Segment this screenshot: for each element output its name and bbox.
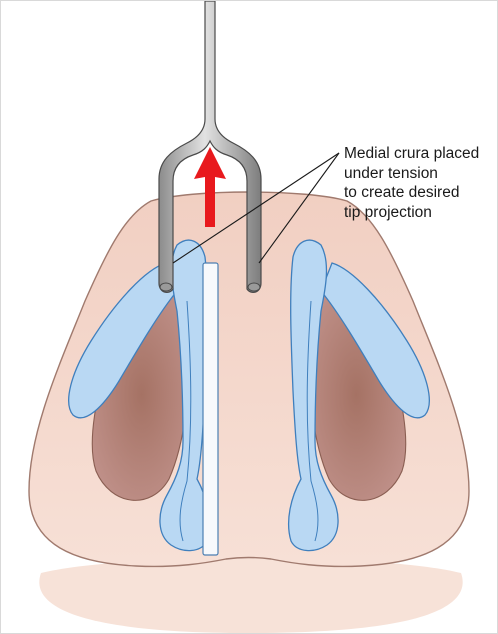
strut-graft [202,262,219,556]
callout-line: to create desired [344,184,460,201]
right-hook-tip [247,282,261,292]
callout-label: Medial crura placed under tension to cre… [344,144,494,222]
lift-arrow [194,147,226,227]
callout-line: tip projection [344,203,432,221]
instrument-shaft [158,1,262,293]
leader-line-left [172,152,340,264]
right-crus-fold [306,300,319,542]
base-shadow [39,558,463,633]
left-hook-tip [159,282,173,292]
right-lateral-crus [320,262,430,419]
callout-line: Medial crura placed [344,145,480,162]
callout-line: under tension [344,164,438,182]
leader-line-right [258,152,340,264]
right-medial-crus [288,239,339,552]
left-lateral-crus [68,262,178,419]
double-hook-instrument [158,1,262,293]
left-crus-fold [179,300,192,542]
